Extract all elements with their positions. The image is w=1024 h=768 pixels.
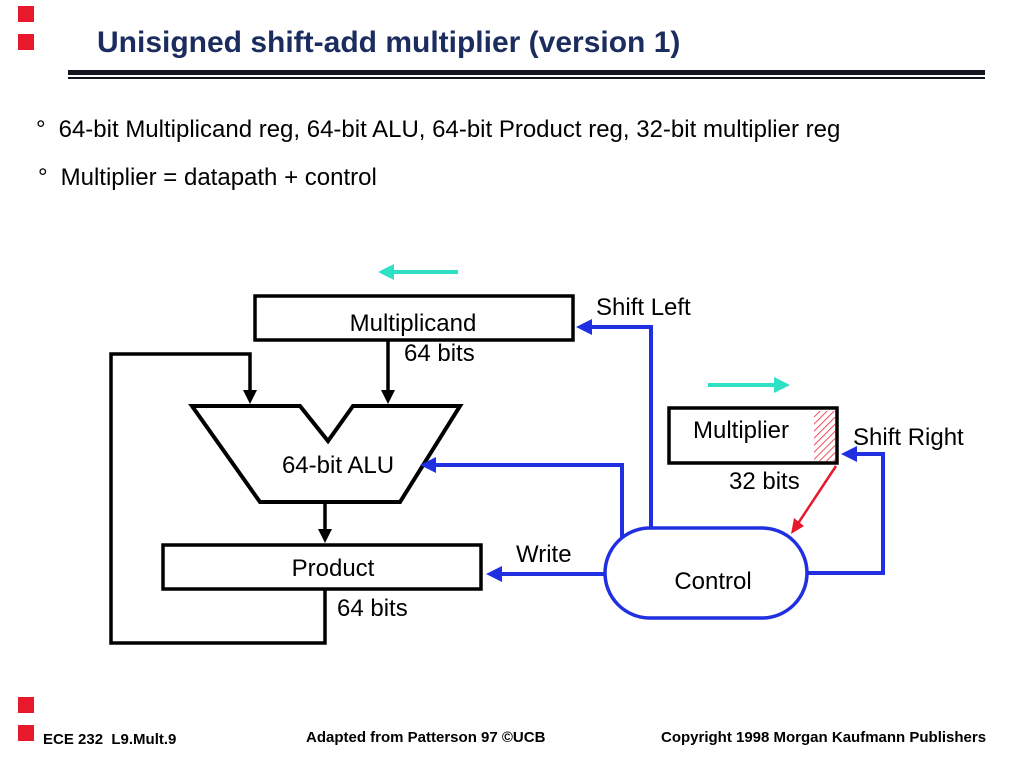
shift-right-arrowhead	[841, 446, 857, 462]
write-label: Write	[516, 541, 572, 568]
multiplicand-bits-label: 64 bits	[404, 340, 475, 367]
product-label: Product	[292, 555, 375, 582]
shift-left-wire	[590, 325, 653, 545]
multiplicand-register-box	[253, 294, 575, 342]
bullet-symbol: °	[36, 116, 46, 143]
footer-course-code: ECE 232 L9.Mult.9	[43, 731, 177, 748]
shift-right-direction-arrowhead	[774, 377, 790, 393]
product-register-box	[161, 543, 483, 591]
shift-left-direction-arrowhead	[378, 264, 394, 280]
shift-right-label: Shift Right	[853, 424, 964, 451]
alu-control-arrowhead	[420, 457, 436, 473]
shift-left-label: Shift Left	[596, 294, 691, 321]
product-bits-label: 64 bits	[337, 595, 408, 622]
red-square-marker	[18, 6, 34, 22]
bullet-line-1: ° 64-bit Multiplicand reg, 64-bit ALU, 6…	[36, 116, 840, 144]
multiplicand-label: Multiplicand	[350, 310, 477, 337]
multiplier-label: Multiplier	[693, 417, 789, 444]
alu-to-product-arrowhead	[318, 529, 332, 543]
multiplier-bit-test-arrowhead	[791, 518, 804, 534]
alu-control-wire	[434, 463, 624, 545]
multiplier-lsb-hatched-cell	[814, 411, 835, 461]
multiplier-bit-test-wire	[795, 465, 838, 526]
bullet-text-2: Multiplier = datapath + control	[60, 164, 377, 191]
alu-label: 64-bit ALU	[282, 452, 394, 479]
title-underline-thin	[68, 77, 985, 79]
title-underline-thick	[68, 70, 985, 75]
multiplier-register-box	[667, 406, 839, 465]
red-square-marker	[18, 34, 34, 50]
title-underline	[68, 70, 985, 79]
shift-left-arrowhead	[576, 319, 592, 335]
red-square-marker	[18, 725, 34, 741]
bullet-symbol: °	[38, 164, 48, 191]
feedback-arrowhead	[243, 390, 257, 404]
alu-shape	[188, 404, 464, 504]
multiplier-bits-label: 32 bits	[729, 468, 800, 495]
shift-right-wire	[800, 452, 885, 575]
page-title: Unisigned shift-add multiplier (version …	[97, 26, 681, 59]
red-square-marker	[18, 697, 34, 713]
control-label: Control	[674, 568, 751, 595]
bullet-text-1: 64-bit Multiplicand reg, 64-bit ALU, 64-…	[58, 116, 841, 143]
footer-attribution: Adapted from Patterson 97 ©UCB	[306, 729, 546, 746]
control-unit-shape	[603, 526, 809, 620]
footer-copyright: Copyright 1998 Morgan Kaufmann Publisher…	[661, 729, 987, 746]
bullet-line-2: ° Multiplier = datapath + control	[38, 164, 377, 192]
multiplicand-to-alu-arrowhead	[381, 390, 395, 404]
product-feedback-wire	[109, 352, 327, 645]
write-arrowhead	[486, 566, 502, 582]
